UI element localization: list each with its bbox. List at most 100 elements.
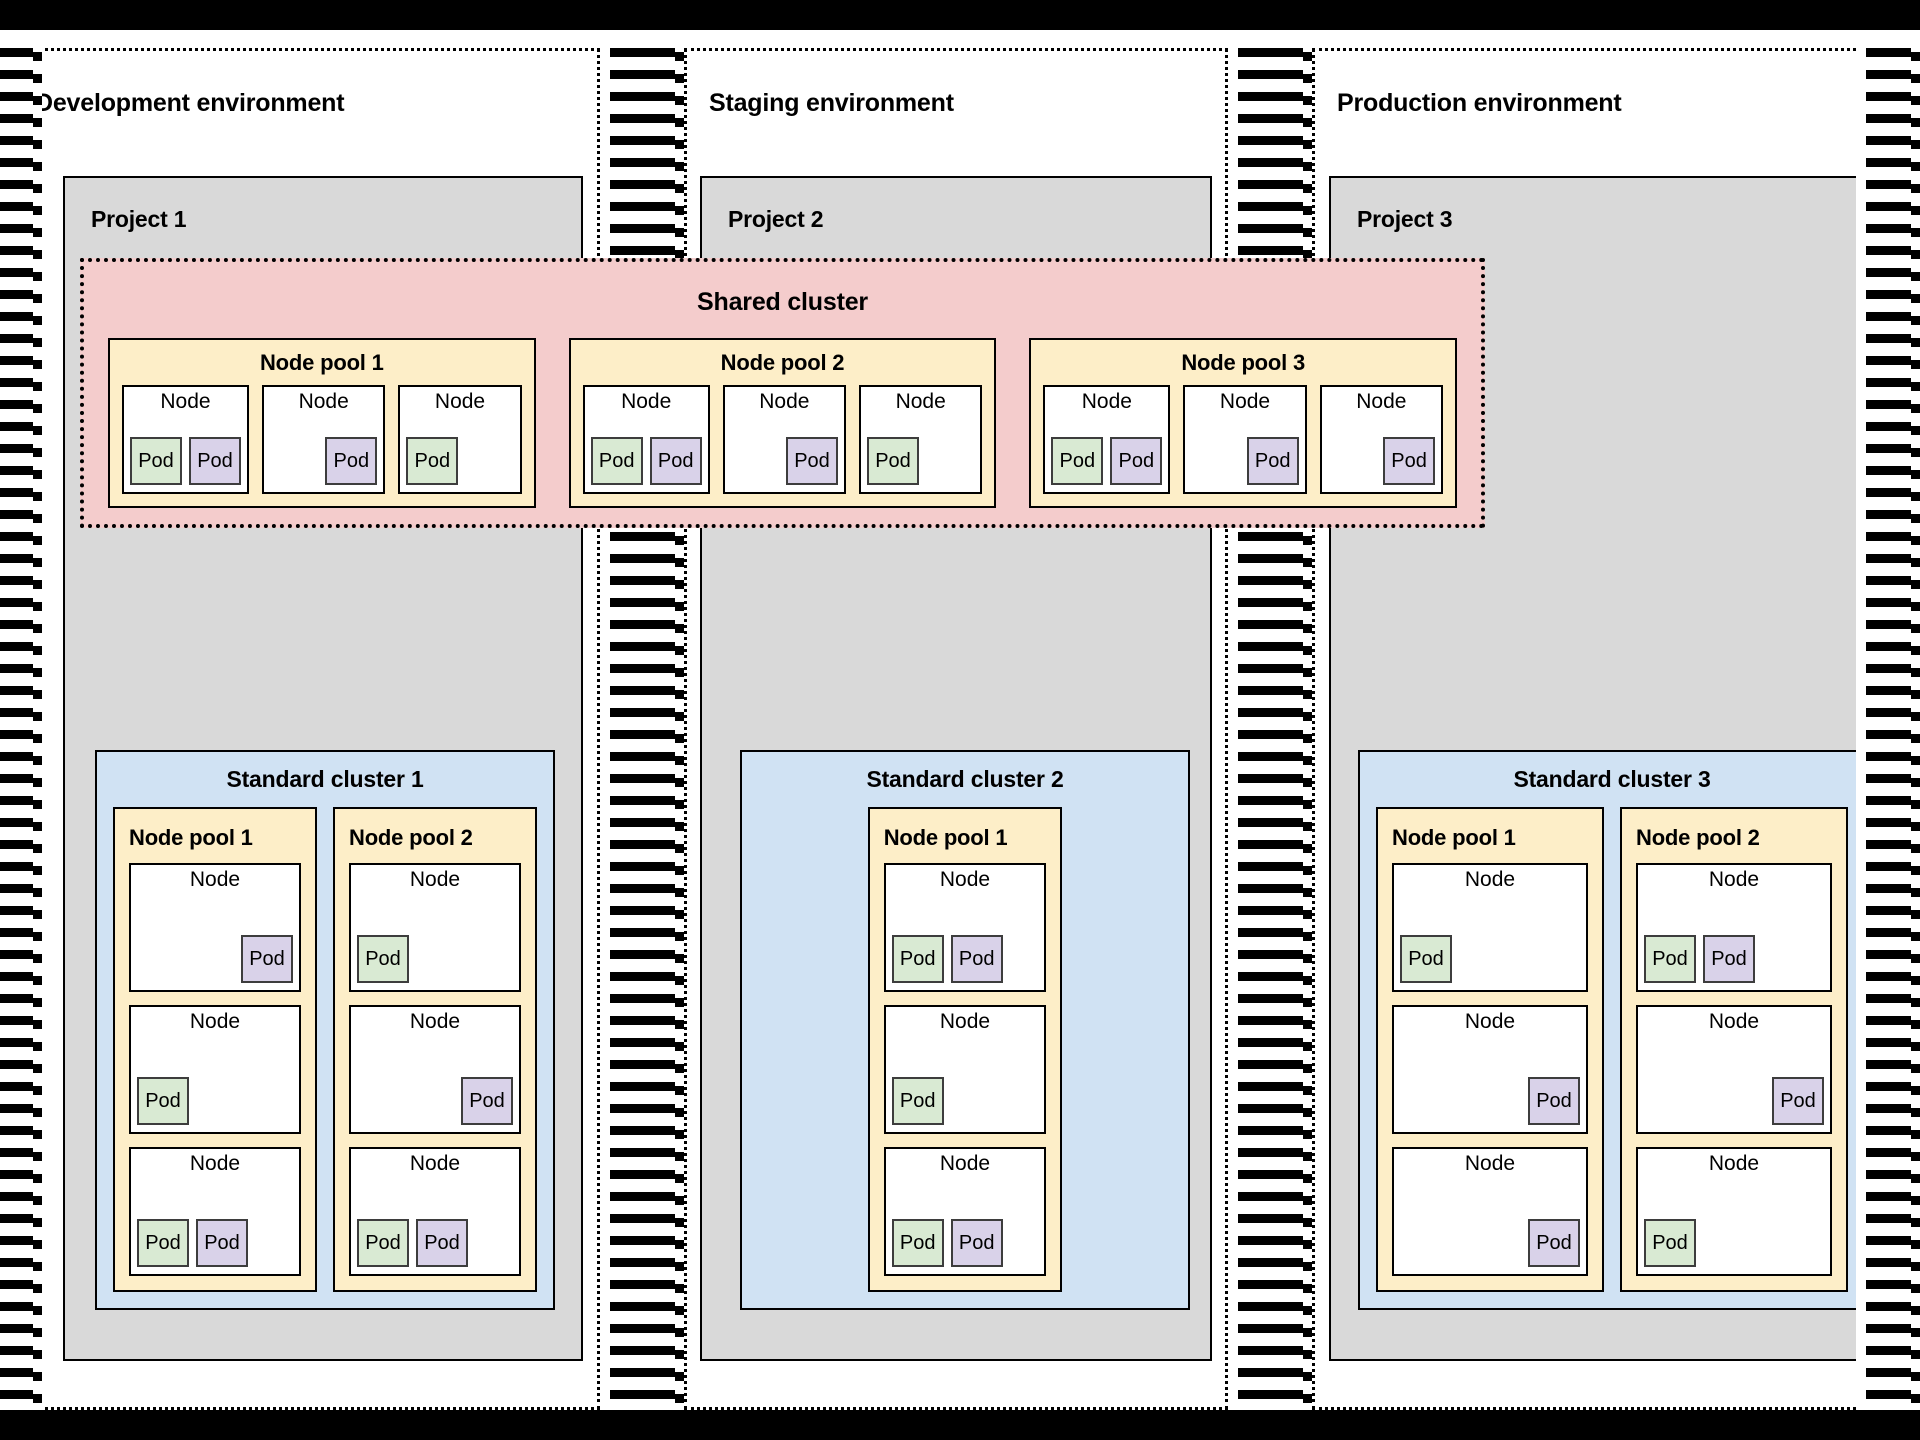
pod-purple: Pod [1703,935,1755,983]
environment-title: Development environment [35,89,345,117]
top-border-rule [0,0,1920,30]
pod-container: Pod [1644,1178,1824,1267]
pod-container: Pod [1191,416,1299,485]
node-pool-title: Node pool 1 [259,350,384,375]
column-separator-hatch-0 [0,48,42,1410]
node-label: Node [409,1152,461,1175]
node-label: Node [1464,1152,1516,1175]
node-pool-title: Node pool 1 [1392,825,1516,850]
node-label: Node [939,1152,991,1175]
node-label: Node [189,868,241,891]
node-label: Node [621,390,672,413]
bottom-border-rule [0,1410,1920,1440]
hatch-ticks [33,48,42,1410]
pod-container: Pod [406,416,513,485]
pod-green: Pod [891,935,944,983]
pod-green: Pod [357,935,409,983]
pod-green: Pod [130,437,182,485]
pod-green: Pod [1400,935,1452,983]
environment-title: Production environment [1337,89,1622,117]
node-label: Node [409,868,461,891]
pod-container: Pod [357,1036,513,1125]
pod-green: Pod [590,437,643,485]
project-title: Project 2 [728,206,824,232]
pod-green: Pod [137,1219,189,1267]
pod-green: Pod [137,1077,189,1125]
hatch-ticks [675,48,684,1410]
pod-container: Pod [1400,894,1580,983]
hatch-stripes [610,48,676,1410]
column-separator-hatch-1 [600,48,684,1410]
node-label: Node [189,1152,241,1175]
standard-cluster-title: Standard cluster 2 [866,766,1064,792]
pod-green: Pod [1644,1219,1696,1267]
pod-container: Pod [1400,1036,1580,1125]
pod-purple: Pod [649,437,702,485]
node-pool-title: Node pool 2 [1636,825,1760,850]
column-separator-hatch-2 [1228,48,1312,1410]
node-label: Node [434,390,486,413]
hatch-stripes [0,48,34,1410]
pod-container: Pod [867,416,974,485]
pod-container: Pod [891,1036,1039,1125]
node-label: Node [1708,1010,1760,1033]
node-label: Node [939,1010,991,1033]
standard-cluster-title: Standard cluster 3 [1513,766,1711,792]
node-label: Node [189,1010,241,1033]
pod-purple: Pod [1772,1077,1824,1125]
standard-cluster-title: Standard cluster 1 [226,766,424,792]
node-pool-title: Node pool 1 [883,825,1008,850]
pod-green: Pod [867,437,920,485]
pod-purple: Pod [416,1219,468,1267]
pod-purple: Pod [189,437,241,485]
node-pool-title: Node pool 2 [349,825,473,850]
node-label: Node [1464,1010,1516,1033]
pod-green: Pod [357,1219,409,1267]
node-label: Node [1219,390,1271,413]
pod-purple: Pod [1383,437,1436,485]
pod-purple: Pod [1246,437,1299,485]
